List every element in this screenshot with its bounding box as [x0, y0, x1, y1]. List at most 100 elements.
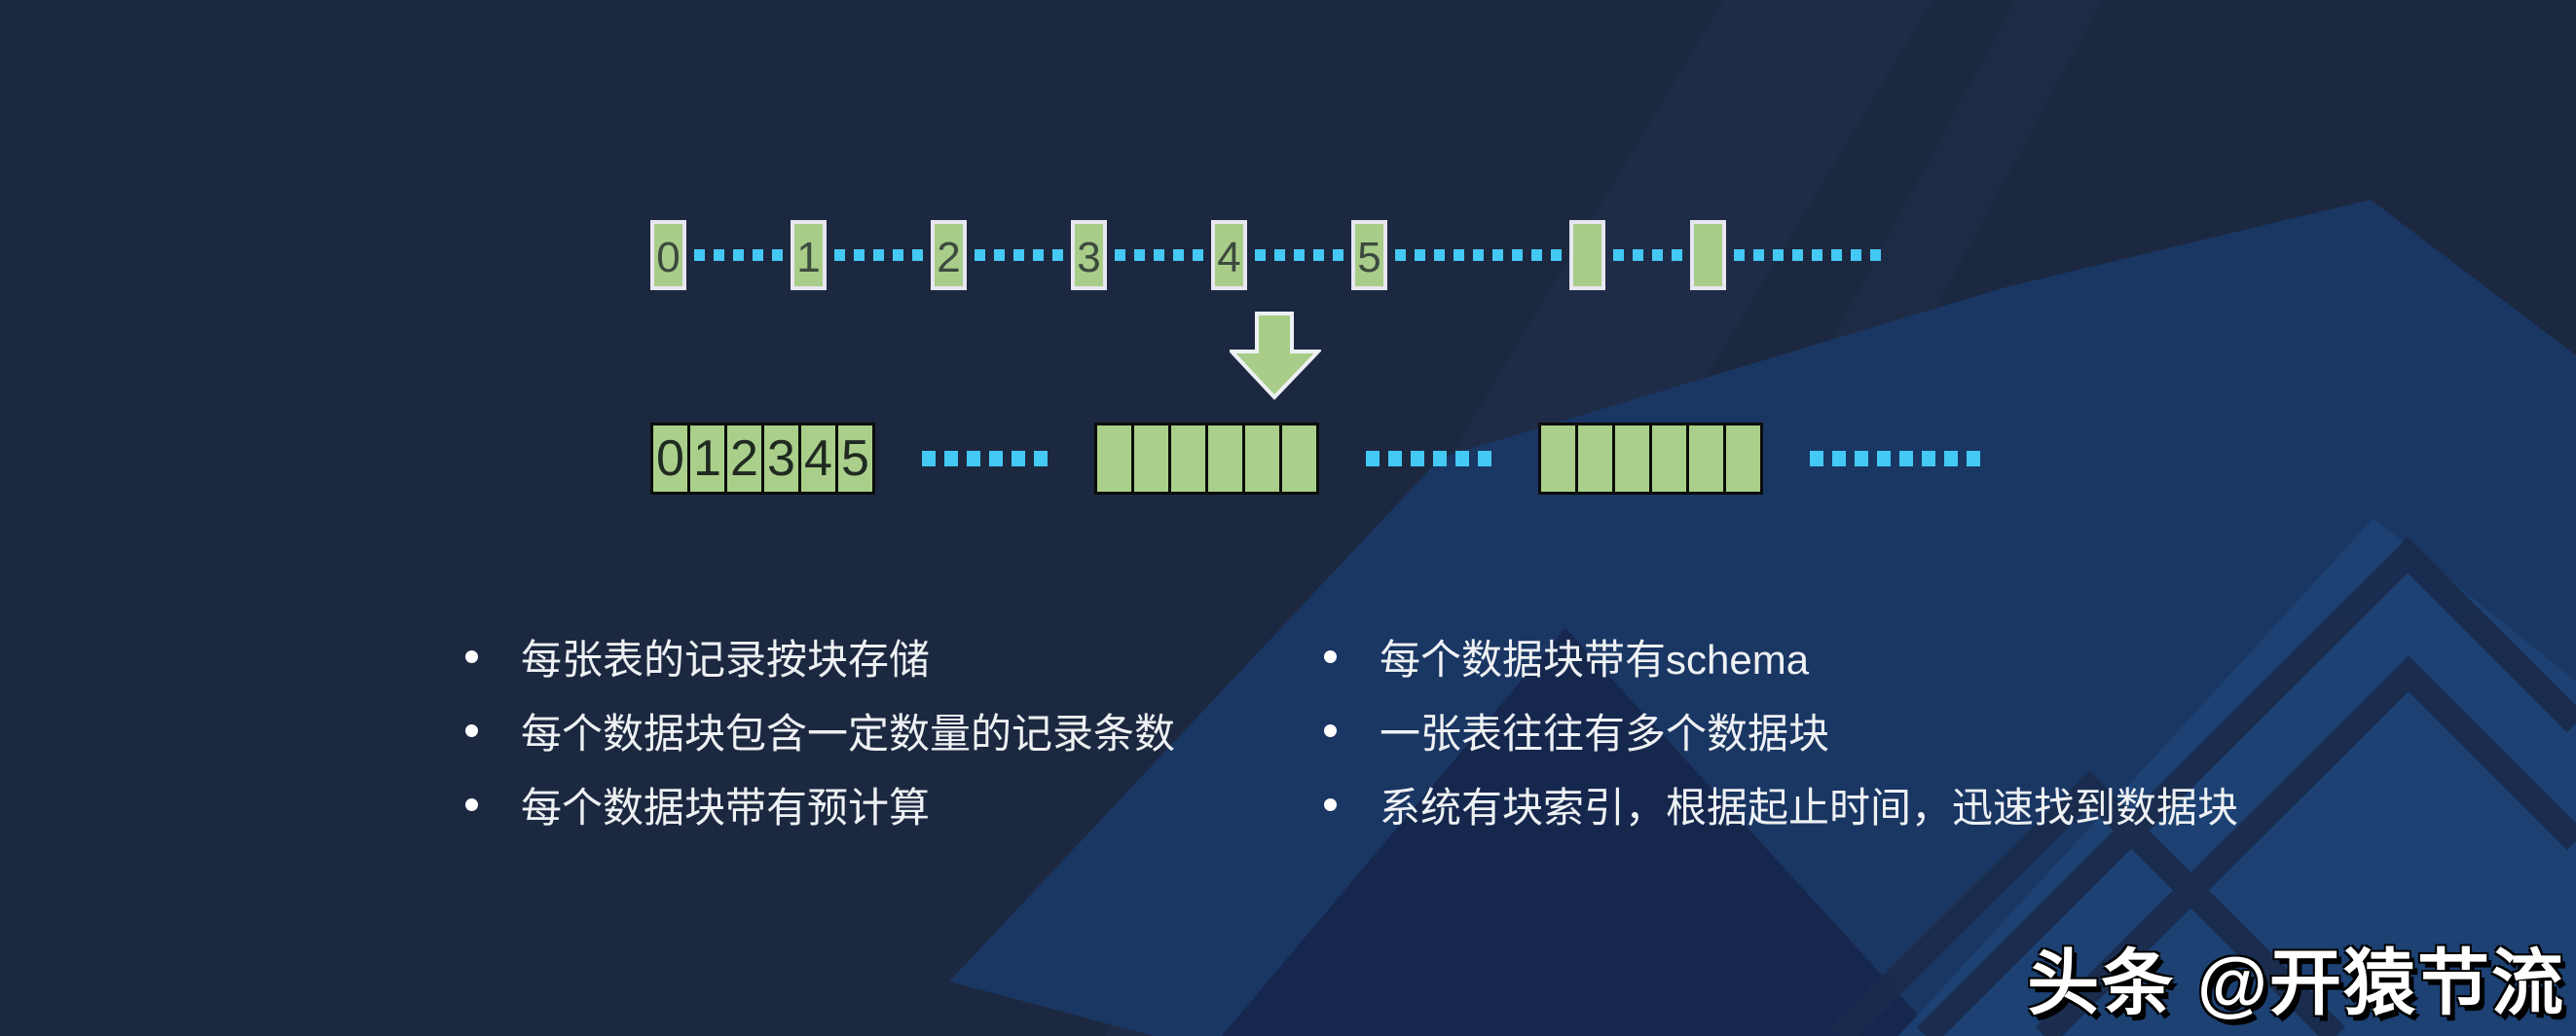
dash-icon — [1388, 451, 1402, 466]
dash-run — [1613, 249, 1682, 261]
block-cell — [1097, 426, 1134, 492]
dash-icon — [1899, 451, 1913, 466]
dash-icon — [1512, 249, 1523, 261]
dash-icon — [1922, 451, 1935, 466]
dash-icon — [1851, 249, 1861, 261]
dash-icon — [893, 249, 903, 261]
bullet-dot — [1324, 797, 1337, 811]
dash-run — [1366, 451, 1491, 466]
timeline-box — [1569, 220, 1605, 290]
dash-icon — [1274, 249, 1285, 261]
bullet-text: 每个数据块包含一定数量的记录条数 — [521, 710, 1176, 757]
bullet-item: 一张表往往有多个数据块 — [1324, 693, 2238, 767]
dash-icon — [1753, 249, 1764, 261]
dash-icon — [1134, 249, 1145, 261]
bullet-text: 系统有块索引，根据起止时间，迅速找到数据块 — [1380, 784, 2239, 831]
dash-icon — [1812, 249, 1822, 261]
dash-icon — [967, 451, 980, 466]
block-cell: 1 — [690, 426, 727, 492]
block-cell — [1208, 426, 1245, 492]
dash-icon — [944, 451, 958, 466]
dash-icon — [1415, 249, 1425, 261]
dash-run — [922, 451, 1048, 466]
dash-icon — [1255, 249, 1266, 261]
dash-icon — [1967, 451, 1980, 466]
dash-icon — [1492, 249, 1503, 261]
dash-icon — [1411, 451, 1424, 466]
timeline-box: 0 — [650, 220, 686, 290]
block-cell — [1134, 426, 1171, 492]
dash-icon — [994, 249, 1005, 261]
dash-icon — [1115, 249, 1125, 261]
block-cell — [1689, 426, 1726, 492]
dash-icon — [989, 451, 1003, 466]
block-cell: 2 — [727, 426, 764, 492]
bullet-item: 每个数据块带有预计算 — [465, 767, 1175, 841]
dash-icon — [1613, 249, 1624, 261]
dash-icon — [733, 249, 744, 261]
dash-icon — [1012, 451, 1025, 466]
dash-icon — [1633, 249, 1643, 261]
block-group — [1094, 423, 1319, 495]
bullet-text: 一张表往往有多个数据块 — [1380, 710, 1830, 757]
block-cell — [1652, 426, 1689, 492]
dash-run — [694, 249, 783, 261]
watermark: 头条 @开猿节流 — [2027, 943, 2565, 1023]
dash-icon — [1033, 249, 1044, 261]
dash-icon — [1870, 249, 1881, 261]
dash-run — [1255, 249, 1343, 261]
dash-icon — [1473, 249, 1484, 261]
timeline-box: 3 — [1071, 220, 1107, 290]
dash-icon — [714, 249, 724, 261]
dash-icon — [694, 249, 705, 261]
block-cell: 0 — [653, 426, 690, 492]
dash-icon — [1832, 451, 1846, 466]
bullet-text: 每个数据块带有schema — [1380, 636, 1810, 683]
timeline-box: 5 — [1351, 220, 1387, 290]
bullet-item: 系统有块索引，根据起止时间，迅速找到数据块 — [1324, 767, 2238, 841]
timeline-box: 1 — [791, 220, 827, 290]
dash-icon — [922, 451, 936, 466]
dash-icon — [753, 249, 763, 261]
dash-icon — [1434, 249, 1445, 261]
dash-run — [975, 249, 1063, 261]
block-cell — [1726, 426, 1760, 492]
block-cell — [1171, 426, 1208, 492]
dash-icon — [1154, 249, 1164, 261]
bullet-item: 每个数据块带有schema — [1324, 619, 2238, 693]
dash-icon — [1333, 249, 1343, 261]
dash-icon — [772, 249, 783, 261]
bullet-text: 每个数据块带有预计算 — [521, 784, 931, 831]
block-cell: 3 — [764, 426, 801, 492]
block-cell — [1245, 426, 1282, 492]
dash-icon — [1672, 249, 1682, 261]
timeline-box: 2 — [931, 220, 967, 290]
dash-icon — [1531, 249, 1542, 261]
dash-icon — [912, 249, 923, 261]
timeline-box: 4 — [1211, 220, 1247, 290]
dash-icon — [1855, 451, 1868, 466]
dash-run — [1810, 451, 1980, 466]
down-arrow-icon — [1227, 311, 1323, 405]
dash-icon — [1792, 249, 1803, 261]
dash-icon — [1454, 249, 1464, 261]
block-cell — [1541, 426, 1578, 492]
dash-icon — [1034, 451, 1048, 466]
dash-run — [1734, 249, 1881, 261]
bullet-item: 每个数据块包含一定数量的记录条数 — [465, 693, 1175, 767]
dash-run — [834, 249, 923, 261]
dash-icon — [1773, 249, 1784, 261]
timeline-row: 0 1 2 3 4 5 — [650, 220, 1889, 290]
dash-icon — [975, 249, 985, 261]
block-cell — [1578, 426, 1615, 492]
bullet-list-right: 每个数据块带有schema 一张表往往有多个数据块系统有块索引，根据起止时间，迅速… — [1324, 619, 2238, 841]
dash-icon — [1013, 249, 1024, 261]
bullet-dot — [465, 723, 478, 737]
dash-icon — [1831, 249, 1842, 261]
dash-icon — [1478, 451, 1491, 466]
dash-icon — [1810, 451, 1823, 466]
